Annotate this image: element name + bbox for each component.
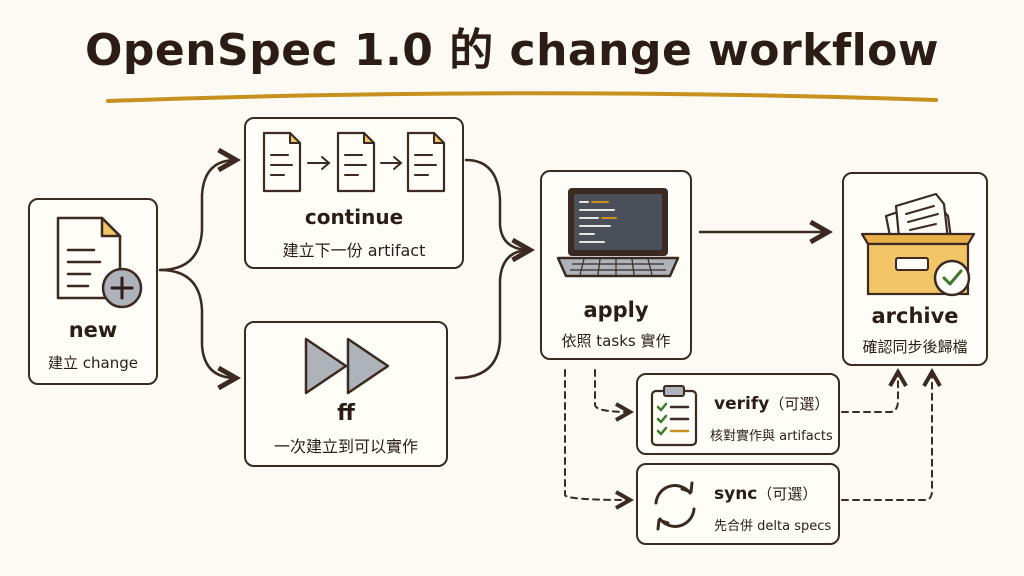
node-sync-optional: （可選） bbox=[757, 485, 818, 503]
fast-forward-icon bbox=[304, 337, 390, 395]
dashed-apply-to-verify bbox=[594, 369, 630, 412]
node-verify: verify（可選） 核對實作與 artifacts bbox=[636, 373, 840, 455]
node-ff-subtitle: 一次建立到可以實作 bbox=[273, 437, 418, 456]
node-continue: continue 建立下一份 artifact bbox=[244, 117, 464, 269]
node-continue-title: continue bbox=[304, 205, 404, 229]
node-sync-title-row: sync（可選） bbox=[714, 483, 817, 504]
node-sync-title: sync bbox=[714, 484, 758, 504]
dashed-sync-to-archive bbox=[841, 372, 932, 501]
node-sync-subtitle: 先合併 delta specs bbox=[714, 519, 832, 534]
page-title: OpenSpec 1.0 的 change workflow bbox=[84, 25, 940, 76]
node-continue-subtitle: 建立下一份 artifact bbox=[282, 241, 426, 260]
arrow-new-to-ff bbox=[158, 268, 236, 378]
sync-cycle-icon bbox=[654, 481, 696, 531]
node-new-subtitle: 建立 change bbox=[48, 354, 138, 372]
document-plus-icon bbox=[56, 216, 143, 309]
node-verify-subtitle: 核對實作與 artifacts bbox=[710, 429, 833, 444]
clipboard-checklist-icon bbox=[650, 385, 698, 447]
node-verify-title-row: verify（可選） bbox=[714, 393, 829, 414]
node-sync: sync（可選） 先合併 delta specs bbox=[636, 463, 840, 545]
node-new-title: new bbox=[68, 318, 118, 342]
laptop-icon bbox=[556, 188, 680, 278]
dashed-verify-to-archive bbox=[841, 372, 898, 413]
node-archive-subtitle: 確認同步後歸檔 bbox=[862, 338, 968, 356]
node-apply-subtitle: 依照 tasks 實作 bbox=[561, 332, 671, 350]
archive-box-check-icon bbox=[860, 192, 976, 297]
node-ff: ff 一次建立到可以實作 bbox=[244, 321, 448, 467]
arrow-ff-to-apply bbox=[454, 248, 532, 380]
arrow-new-to-continue bbox=[158, 160, 236, 272]
node-archive: archive 確認同步後歸檔 bbox=[842, 172, 988, 366]
dashed-apply-to-sync bbox=[564, 369, 630, 500]
arrow-continue-to-apply bbox=[464, 158, 530, 250]
node-archive-title: archive bbox=[871, 304, 959, 328]
documents-sequence-icon bbox=[262, 131, 446, 193]
node-ff-title: ff bbox=[337, 401, 355, 426]
node-new: new 建立 change bbox=[28, 198, 158, 385]
node-verify-title: verify bbox=[714, 394, 770, 414]
node-verify-optional: （可選） bbox=[769, 395, 830, 413]
node-apply-title: apply bbox=[583, 298, 649, 322]
node-apply: apply 依照 tasks 實作 bbox=[540, 170, 692, 360]
